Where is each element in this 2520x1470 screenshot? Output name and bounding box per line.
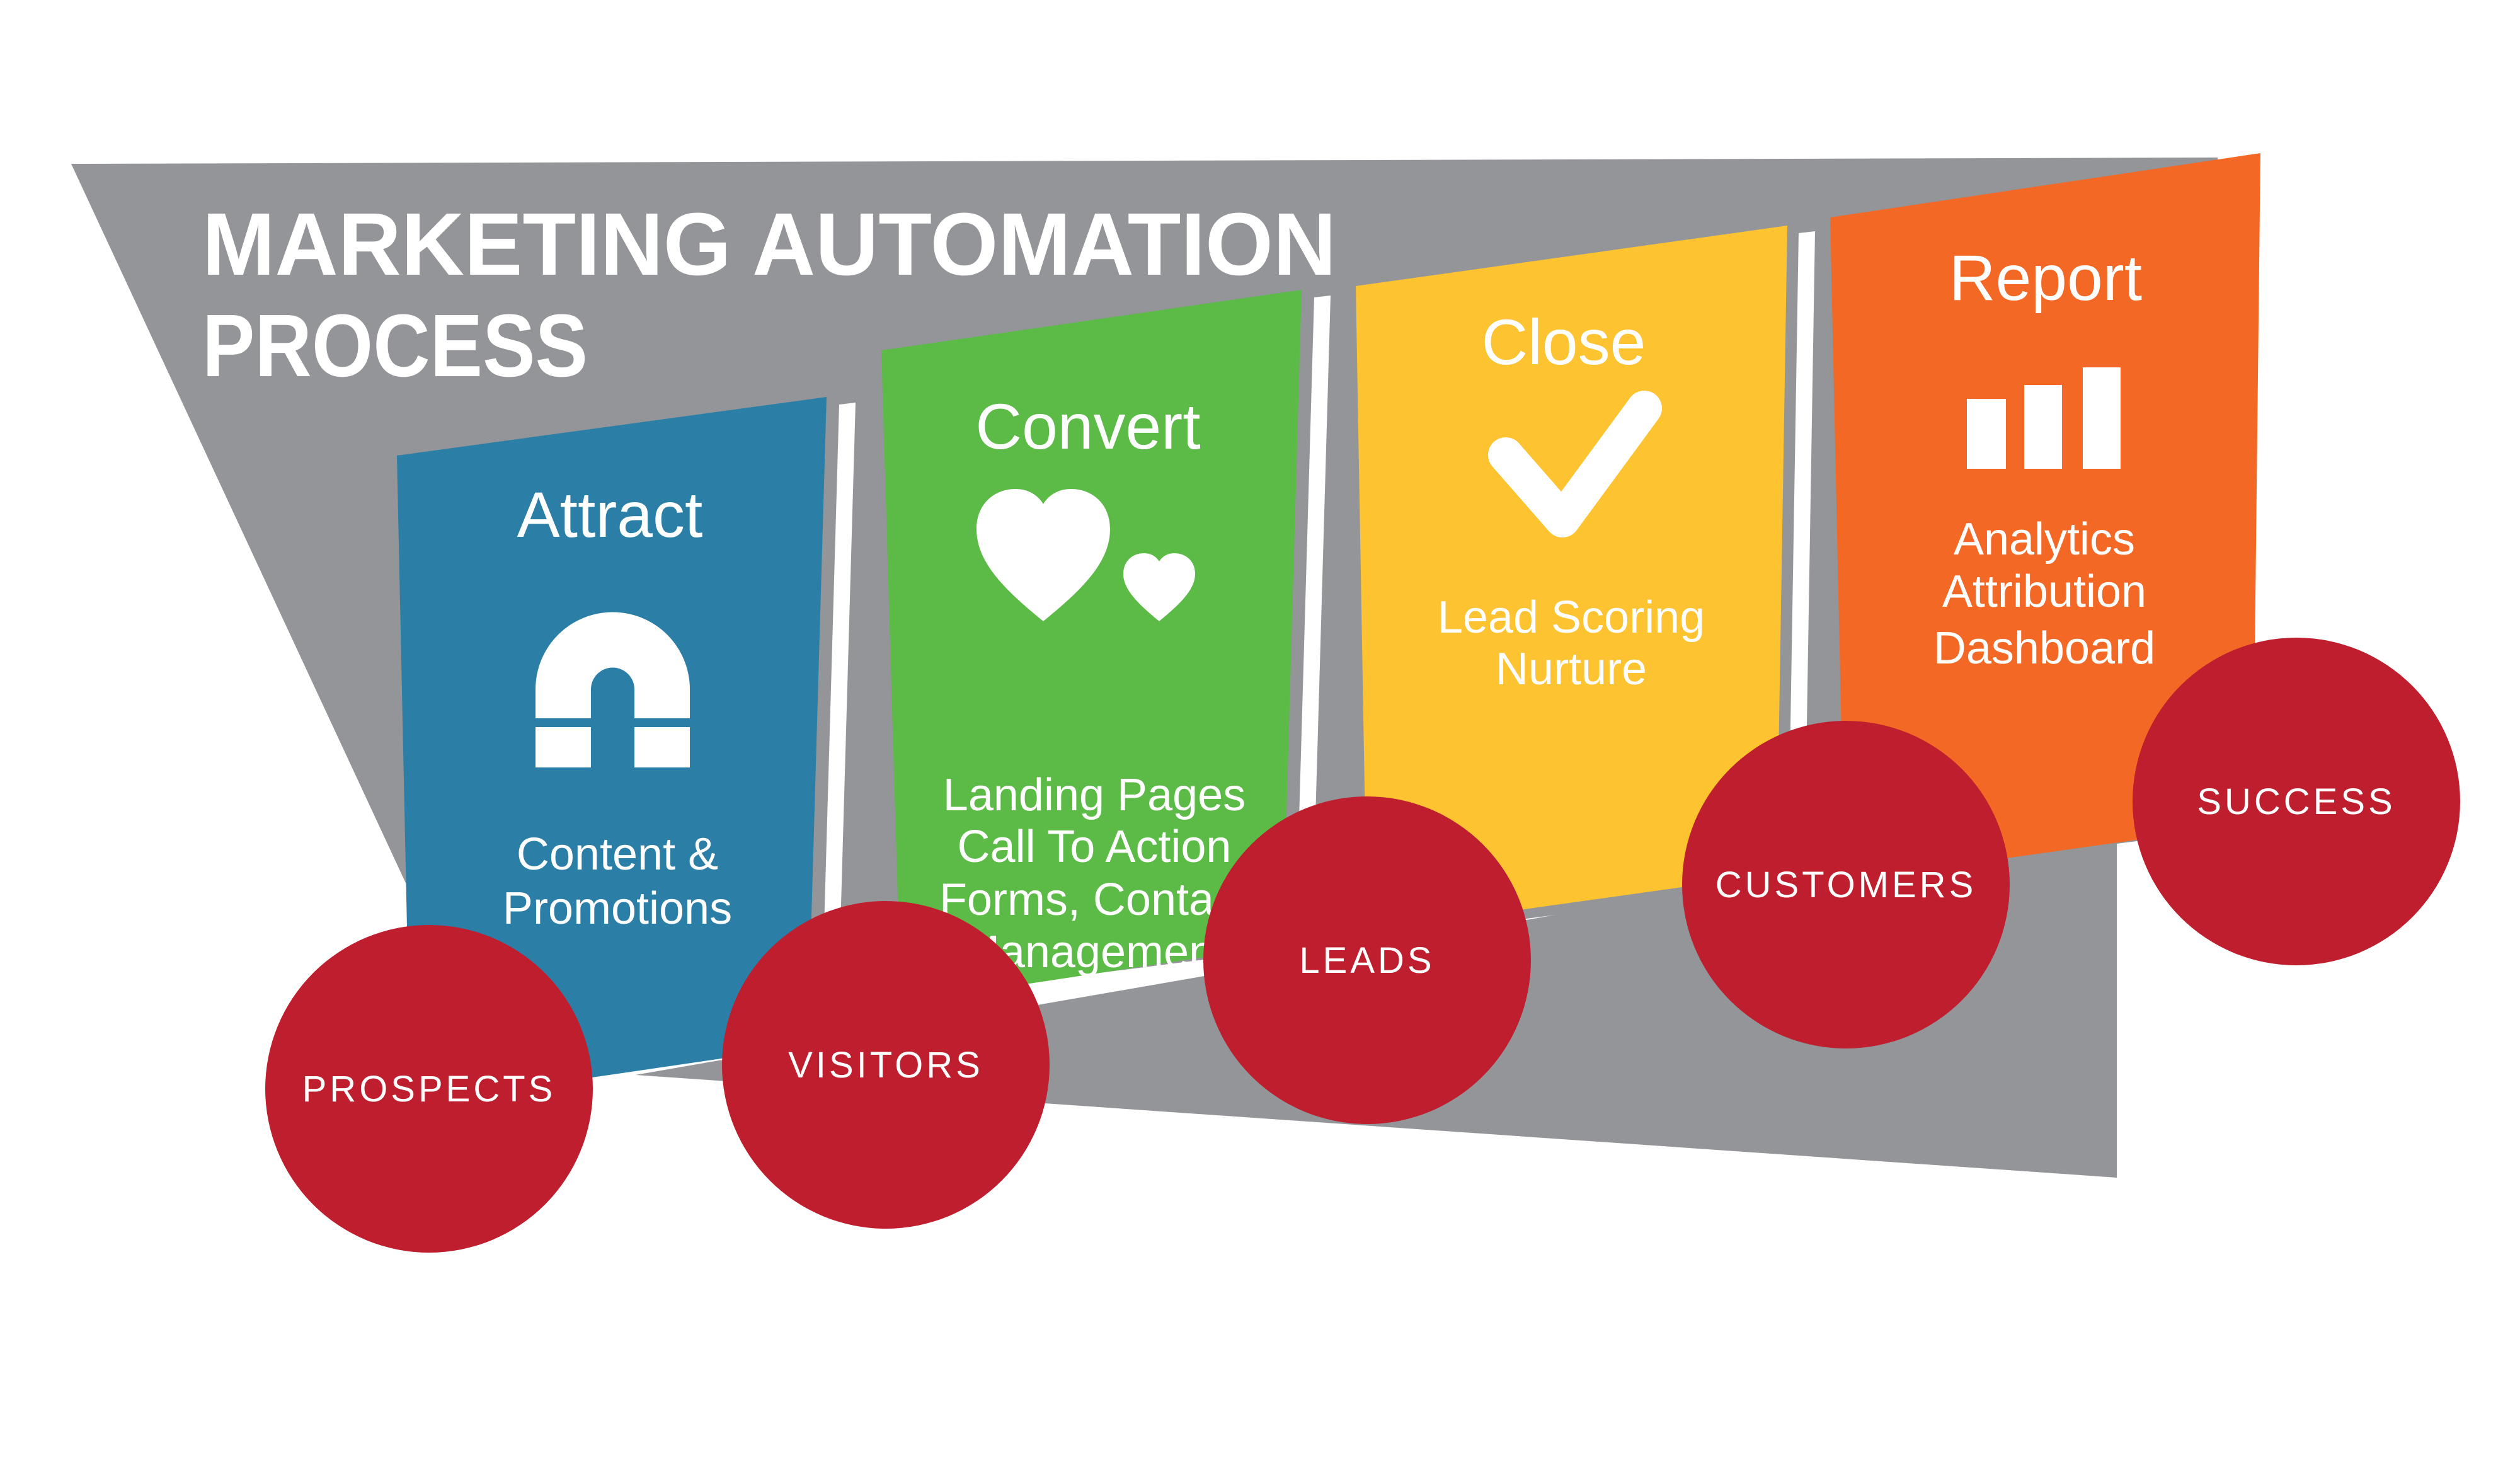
- magnet-arch: [535, 612, 690, 718]
- funnel-step-leads: LEADS: [1203, 796, 1531, 1124]
- heart-small: [1123, 553, 1195, 621]
- check-icon: [1488, 391, 1662, 537]
- visitors-circle: [722, 901, 1050, 1229]
- magnet-pole-right: [634, 727, 690, 767]
- funnel-step-prospects: PROSPECTS: [265, 925, 593, 1253]
- page-title-line2: PROCESS: [202, 296, 588, 395]
- attract-card-line: Content &: [517, 829, 718, 880]
- magnet-pole-left: [536, 727, 591, 767]
- close-card-panel: [1356, 226, 1787, 931]
- attract-card-title: Attract: [517, 479, 703, 551]
- convert-card-line: Landing Pages: [943, 770, 1246, 820]
- funnel-step-customers: CUSTOMERS: [1682, 721, 2010, 1048]
- attract-card-shadow: [820, 403, 856, 1059]
- report-card-line: Dashboard: [1933, 623, 2155, 674]
- stage-card-close: Close Lead Scoring Nurture: [1356, 226, 1815, 931]
- prospects-label: PROSPECTS: [302, 1069, 556, 1110]
- visitors-label: VISITORS: [788, 1045, 983, 1086]
- heart-large: [976, 489, 1110, 621]
- report-card-title: Report: [1949, 242, 2142, 314]
- convert-card-panel: [881, 290, 1302, 1003]
- stage-card-attract: Attract Content & Promotions: [397, 397, 856, 1104]
- customers-circle: [1682, 721, 2010, 1048]
- page-title-line1: MARKETING AUTOMATION: [202, 194, 1336, 294]
- bar-1: [1967, 399, 2006, 469]
- report-card-line: Analytics: [1954, 514, 2135, 565]
- stage-card-convert: Convert Landing Pages Call To Action For…: [881, 290, 1331, 1003]
- prospects-circle: [265, 925, 593, 1253]
- success-circle: [2133, 638, 2460, 965]
- funnel-step-visitors: VISITORS: [722, 901, 1050, 1229]
- funnel-step-success: SUCCESS: [2133, 638, 2460, 965]
- close-card-line: Nurture: [1496, 644, 1647, 694]
- convert-card-shadow: [1295, 296, 1331, 950]
- leads-circle: [1203, 796, 1531, 1124]
- report-card-line: Attribution: [1942, 566, 2146, 617]
- leads-label: LEADS: [1299, 940, 1435, 981]
- convert-card-line: Forms, Contact: [939, 875, 1249, 925]
- convert-card-line: Call To Action: [958, 822, 1232, 872]
- close-card-title: Close: [1482, 306, 1646, 378]
- bar-chart-icon: [1967, 367, 2121, 469]
- close-card-line: Lead Scoring: [1438, 592, 1705, 643]
- report-card-panel: [1830, 153, 2260, 881]
- success-label: SUCCESS: [2197, 781, 2395, 822]
- magnet-icon: [535, 612, 690, 767]
- bar-3: [2083, 367, 2121, 469]
- hearts-icon: [976, 489, 1195, 621]
- customers-label: CUSTOMERS: [1715, 864, 1977, 905]
- stage-card-report: Report Analytics Attribution Dashboard: [1830, 153, 2260, 881]
- close-card-shadow: [1788, 231, 1815, 878]
- attract-card-line: Promotions: [503, 883, 732, 934]
- attract-card-panel: [397, 397, 827, 1104]
- convert-card-title: Convert: [975, 391, 1200, 462]
- bar-2: [2024, 385, 2062, 469]
